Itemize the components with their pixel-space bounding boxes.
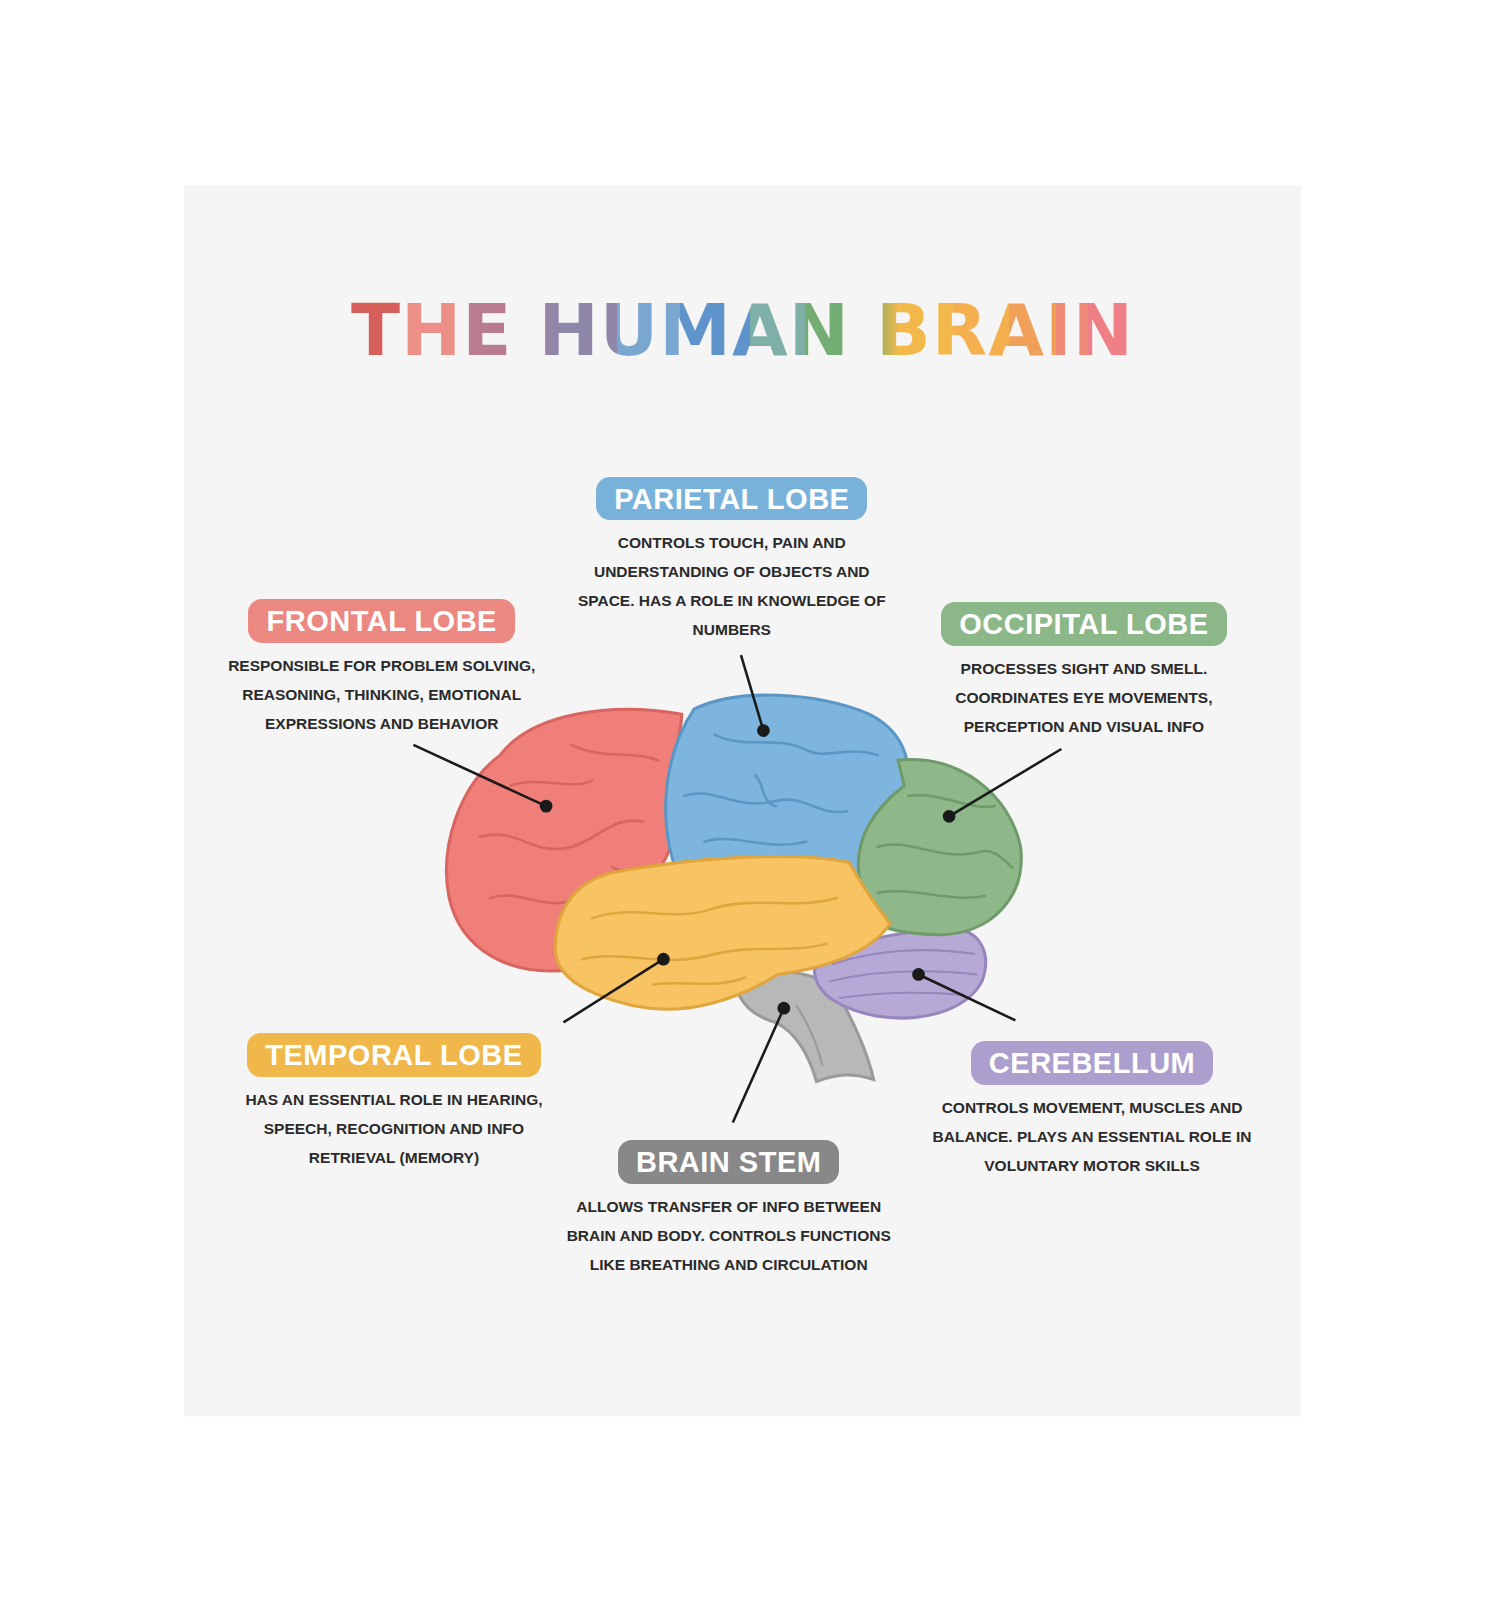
region-heading: CEREBELLUM xyxy=(971,1041,1213,1085)
region-heading: PARIETAL LOBE xyxy=(596,477,867,521)
frontal-label: FRONTAL LOBE RESPONSIBLE FOR PROBLEM SOLV… xyxy=(211,599,553,738)
parietal-label: PARIETAL LOBE CONTROLS TOUCH, PAIN AND UN… xyxy=(568,477,895,645)
title: THE HUMAN BRAIN xyxy=(351,288,1134,372)
region-heading: FRONTAL LOBE xyxy=(248,599,514,643)
cerebellum-label: CEREBELLUM CONTROLS MOVEMENT, MUSCLES AND… xyxy=(924,1041,1261,1180)
card-background xyxy=(184,186,1301,1417)
region-heading: OCCIPITAL LOBE xyxy=(941,602,1226,646)
temporal-label: TEMPORAL LOBE HAS AN ESSENTIAL ROLE IN HE… xyxy=(223,1033,565,1172)
region-heading: BRAIN STEM xyxy=(618,1140,839,1184)
title-wrap: THE HUMAN BRAIN xyxy=(0,288,1485,372)
region-heading: TEMPORAL LOBE xyxy=(247,1033,540,1077)
occipital-label: OCCIPITAL LOBE PROCESSES SIGHT AND SMELL.… xyxy=(921,602,1248,741)
region-description: CONTROLS MOVEMENT, MUSCLES AND BALANCE. … xyxy=(924,1093,1261,1180)
brain-stem-label: BRAIN STEM ALLOWS TRANSFER OF INFO BETWEE… xyxy=(560,1140,897,1279)
region-description: HAS AN ESSENTIAL ROLE IN HEARING, SPEECH… xyxy=(223,1085,565,1172)
region-description: ALLOWS TRANSFER OF INFO BETWEEN BRAIN AN… xyxy=(560,1192,897,1279)
region-description: PROCESSES SIGHT AND SMELL. COORDINATES E… xyxy=(921,654,1248,741)
temporal-lobe-shape xyxy=(555,856,890,1009)
region-description: CONTROLS TOUCH, PAIN AND UNDERSTANDING O… xyxy=(568,528,895,644)
region-description: RESPONSIBLE FOR PROBLEM SOLVING, REASONI… xyxy=(211,651,553,738)
